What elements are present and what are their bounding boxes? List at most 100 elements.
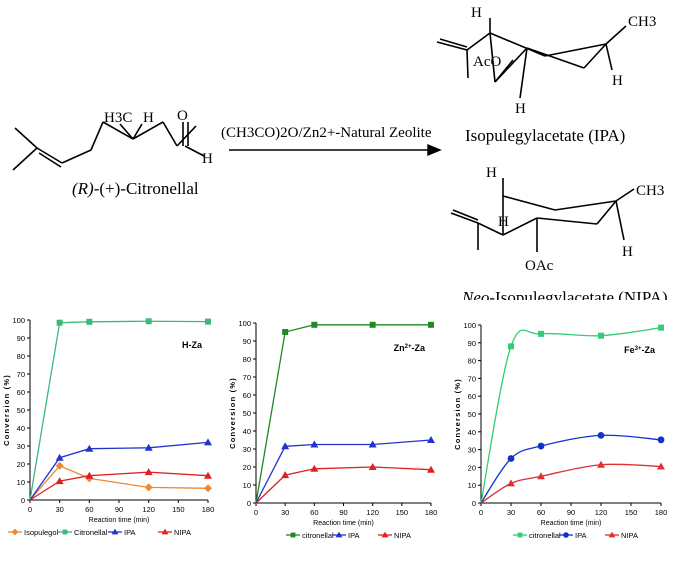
y-tick-label: 60 <box>243 391 251 400</box>
legend-marker-nipa <box>381 531 389 538</box>
data-point-ipa <box>507 455 515 462</box>
y-axis-label: Conversion (%) <box>453 378 462 450</box>
chart-title: H-Za <box>182 340 203 350</box>
legend-label-ipa: IPA <box>575 531 587 540</box>
y-tick-label: 90 <box>243 337 251 346</box>
y-tick-label: 0 <box>472 499 476 508</box>
x-axis-label: Reaction time (min) <box>89 517 150 524</box>
chart-title: Zn2+-Za <box>394 343 426 353</box>
y-tick-label: 80 <box>468 357 476 366</box>
legend-label-isopulegol: Isopulegol <box>24 528 59 537</box>
legend-marker-ipa <box>111 528 119 535</box>
y-tick-label: 70 <box>468 374 476 383</box>
data-point-nipa <box>281 471 290 479</box>
data-point-citronellal <box>369 321 376 328</box>
chart-title-superscript: 2+ <box>405 344 412 350</box>
chart-title: Fe3+-Za <box>624 345 656 355</box>
data-point-citronellal <box>311 321 318 328</box>
data-point-citronellal <box>538 330 544 337</box>
data-point-citronellal <box>86 318 93 325</box>
data-point-citronellal <box>282 329 289 335</box>
data-point-nipa <box>597 460 605 468</box>
series-line-citronellal <box>480 327 662 504</box>
data-point-ipa <box>310 440 319 448</box>
x-tick-label: 90 <box>567 508 575 517</box>
y-tick-label: 100 <box>463 321 476 330</box>
nipa-h-right-label: H <box>622 244 633 260</box>
ipa-h-right-label: H <box>612 73 623 89</box>
y-tick-label: 30 <box>468 446 476 455</box>
data-point-nipa <box>507 479 515 487</box>
x-tick-label: 120 <box>366 508 379 517</box>
data-point-nipa <box>537 472 545 480</box>
legend-marker-nipa <box>161 528 169 535</box>
y-tick-label: 70 <box>243 373 251 382</box>
chart-title-base: Zn <box>394 343 405 353</box>
x-tick-label: 150 <box>172 505 185 514</box>
y-tick-label: 20 <box>17 460 25 469</box>
legend-label-citronellal: Citronellal <box>74 528 108 537</box>
data-point-nipa <box>204 471 212 479</box>
data-point-citronellal <box>658 324 664 331</box>
reagent-label: (CH3CO)2O/Zn2+-Natural Zeolite <box>221 125 432 141</box>
data-point-nipa <box>55 477 64 485</box>
data-point-isopulegol <box>204 484 212 493</box>
data-point-isopulegol <box>55 461 64 470</box>
y-tick-label: 20 <box>243 463 251 472</box>
data-point-nipa <box>427 465 435 473</box>
data-point-citronellal <box>428 321 434 328</box>
series-line-nipa <box>480 463 662 504</box>
x-tick-label: 30 <box>281 508 289 517</box>
y-tick-label: 10 <box>17 478 25 487</box>
x-tick-label: 150 <box>396 508 409 517</box>
y-tick-label: 50 <box>468 410 476 419</box>
citronellal-aldehyde-h-label: H <box>202 151 213 167</box>
x-tick-label: 90 <box>339 508 347 517</box>
x-axis-label: Reaction time (min) <box>541 520 602 527</box>
x-tick-label: 30 <box>55 505 63 514</box>
nipa-structure <box>450 178 635 252</box>
legend-marker-isopulegol <box>11 528 19 536</box>
data-point-ipa <box>368 440 377 448</box>
nipa-ch3-label: CH3 <box>636 183 664 199</box>
data-point-citronellal <box>508 343 514 350</box>
citronellal-structure <box>12 121 205 171</box>
x-tick-label: 180 <box>655 508 668 517</box>
y-tick-label: 40 <box>243 427 251 436</box>
nipa-h-top-label: H <box>486 165 497 181</box>
y-tick-label: 40 <box>468 428 476 437</box>
x-tick-label: 30 <box>507 508 515 517</box>
legend-label-nipa: NIPA <box>621 531 638 540</box>
y-axis-label: Conversion (%) <box>228 377 237 449</box>
product1-name: Isopulegylacetate (IPA) <box>465 126 625 145</box>
legend-marker-ipa <box>563 532 569 538</box>
citronellal-methyl-label: H3C <box>104 110 132 126</box>
x-tick-label: 90 <box>115 505 123 514</box>
data-point-citronellal <box>205 318 211 325</box>
legend-marker-nipa <box>608 531 616 538</box>
ipa-structure <box>436 18 627 99</box>
x-tick-label: 60 <box>310 508 318 517</box>
y-tick-label: 70 <box>17 370 25 379</box>
legend-label-citronellal: citronellal <box>529 531 561 540</box>
x-tick-label: 0 <box>254 508 258 517</box>
legend-label-ipa: IPA <box>124 528 136 537</box>
data-point-ipa <box>144 443 153 451</box>
y-tick-label: 60 <box>468 392 476 401</box>
data-point-citronellal <box>56 319 63 326</box>
chart-title-base: Fe <box>624 345 635 355</box>
data-point-ipa <box>597 431 605 439</box>
x-tick-label: 180 <box>425 508 438 517</box>
legend-label-nipa: NIPA <box>174 528 191 537</box>
legend-marker-ipa <box>335 531 343 538</box>
data-point-ipa <box>657 436 665 444</box>
y-tick-label: 50 <box>17 406 25 415</box>
data-point-citronellal <box>598 332 604 339</box>
y-tick-label: 10 <box>468 481 476 490</box>
y-axis-label: Conversion (%) <box>2 374 11 446</box>
